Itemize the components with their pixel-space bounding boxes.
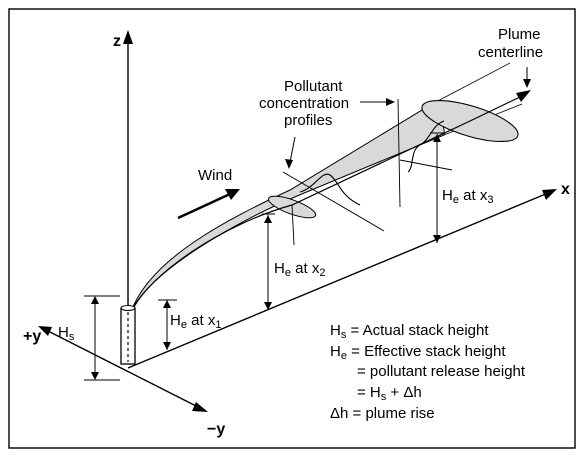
he2-arrow-top <box>264 215 272 223</box>
legend-line-1: Hs = Actual stack height <box>330 322 489 341</box>
legend-line-4: = Hs + Δh <box>357 384 422 403</box>
y-axis-plus-arrowhead <box>38 326 52 336</box>
pollutant-label-line2: concentration <box>259 95 349 112</box>
he2-label: He at x2 <box>274 260 325 279</box>
y-axis-minus-arrowhead <box>192 402 208 412</box>
legend-line-3: = pollutant release height <box>357 363 526 380</box>
he1-label: He at x1 <box>170 312 221 331</box>
wind-arrowhead <box>225 189 240 200</box>
x-axis-label: x <box>561 181 570 198</box>
y-axis <box>45 329 201 409</box>
plume-label-pointer-head <box>523 79 531 88</box>
plume-centerline <box>132 95 523 310</box>
pollutant-label-line3: profiles <box>284 112 332 129</box>
wind-label: Wind <box>198 167 232 184</box>
he1-arrow-top <box>163 300 171 308</box>
he3-arrow-bottom <box>433 235 441 243</box>
profile-plane-x3-b <box>399 159 453 171</box>
pollutant-pointer-right-head <box>386 98 395 106</box>
legend: Hs = Actual stack height He = Effective … <box>330 322 526 422</box>
wind-arrow <box>177 192 231 220</box>
plus-y-label: +y <box>23 328 41 345</box>
profile-curve-x3 <box>407 120 445 173</box>
pollutant-pointer-down <box>289 136 296 163</box>
z-axis-arrowhead <box>123 30 133 44</box>
centerline-arrowhead <box>516 90 531 102</box>
plume-upper-edge <box>431 62 511 105</box>
profile-plane-x2-a <box>282 171 385 232</box>
profile-curve-x2 <box>299 173 361 206</box>
x-axis-arrowhead <box>542 189 557 200</box>
pollutant-pointer-down-head <box>285 159 293 169</box>
he1-arrow-bottom <box>163 342 171 350</box>
hs-arrow-bottom <box>91 372 99 380</box>
x-axis <box>127 192 549 369</box>
hs-arrow-top <box>91 296 99 304</box>
he3-arrow-top <box>433 134 441 142</box>
profile-plane-x2-b <box>291 204 295 246</box>
legend-line-2: He = Effective stack height <box>330 343 506 362</box>
minus-y-label: −y <box>207 421 225 438</box>
pollutant-label-line1: Pollutant <box>284 78 343 95</box>
he2-arrow-bottom <box>264 302 272 310</box>
figure-frame <box>8 8 576 449</box>
stack-top <box>120 305 136 311</box>
plume-label-line2: centerline <box>478 44 543 61</box>
hs-label: Hs <box>58 324 75 343</box>
profile-plane-x3-a <box>397 98 401 208</box>
z-axis-label: z <box>113 33 121 50</box>
plume-label-line1: Plume <box>498 26 541 43</box>
legend-line-5: Δh = plume rise <box>330 405 435 422</box>
he3-label: He at x3 <box>442 187 493 206</box>
